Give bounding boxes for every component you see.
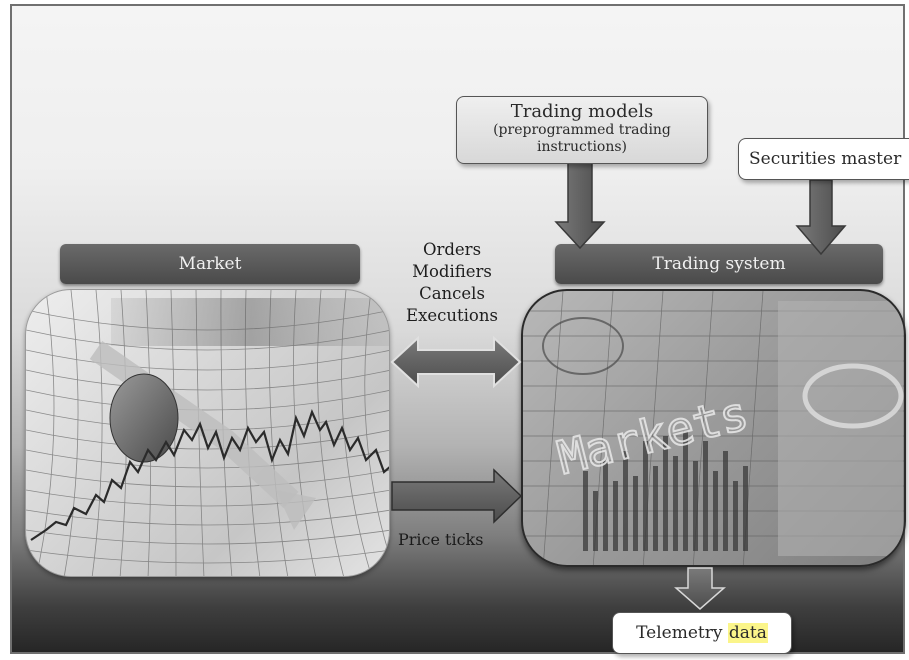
flow-label-orders: Orders (422, 240, 482, 259)
trading-models-box: Trading models (preprogrammed trading in… (456, 96, 708, 164)
flow-label-modifiers: Modifiers (412, 262, 492, 281)
bright-overlay (778, 301, 903, 556)
trading-system-header: Trading system (555, 244, 883, 284)
bar-chart (583, 431, 748, 551)
trading-system-panel: Markets (521, 289, 906, 567)
securities-master-box: Securities master (738, 138, 909, 180)
market-header-label: Market (178, 254, 242, 274)
price-ticks-label: Price ticks (398, 530, 484, 549)
globe-icon (109, 373, 179, 463)
telemetry-arrow (674, 567, 726, 610)
order-flow-labels: Orders Modifiers Cancels Executions (392, 239, 512, 327)
market-illustration (26, 290, 389, 576)
securities-master-label: Securities master (749, 149, 902, 169)
telemetry-highlighted-word: data (727, 623, 768, 643)
trading-models-title: Trading models (510, 101, 654, 122)
trading-system-header-label: Trading system (652, 254, 786, 274)
telemetry-data-box: Telemetry data (612, 612, 792, 654)
telemetry-label: Telemetry (636, 623, 723, 643)
blurred-strip (111, 298, 389, 346)
securities-master-arrow (795, 179, 847, 256)
trading-illustration: Markets (523, 291, 904, 565)
market-panel (25, 289, 390, 577)
market-header: Market (60, 244, 360, 284)
market-price-line (30, 408, 389, 541)
trading-models-subtitle: (preprogrammed trading instructions) (493, 122, 671, 155)
trading-models-arrow (554, 162, 606, 250)
price-ticks-arrow (391, 468, 523, 524)
flow-label-executions: Executions (406, 306, 498, 325)
bidirectional-arrow (390, 335, 522, 389)
flow-label-cancels: Cancels (419, 284, 485, 303)
